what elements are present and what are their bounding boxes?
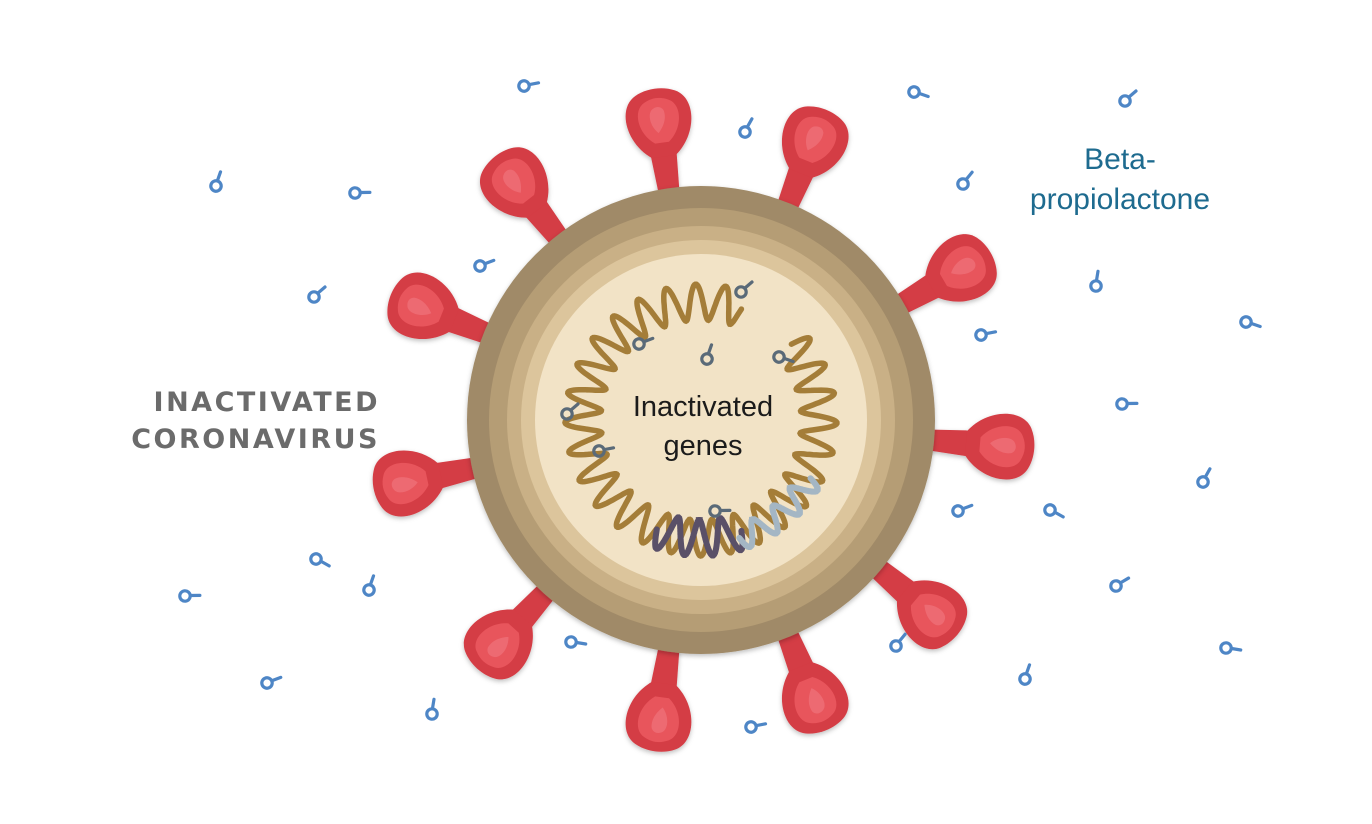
beta-propiolactone-molecule-icon	[1108, 573, 1131, 595]
beta-propiolactone-molecule-icon	[742, 714, 768, 739]
beta-propiolactone-molecule-icon	[176, 583, 202, 609]
beta-propiolactone-molecule-icon	[346, 180, 372, 206]
beta-propiolactone-molecule-icon	[949, 498, 974, 522]
beta-propiolactone-molecule-icon	[1118, 89, 1138, 108]
beta-propiolactone-molecule-icon	[258, 670, 283, 694]
beta-propiolactone-molecule-icon	[204, 170, 230, 195]
beta-propiolactone-molecule-icon	[1041, 500, 1065, 524]
rna-strand	[562, 281, 840, 559]
beta-propiolactone-molecule-icon	[905, 80, 930, 106]
beta-propiolactone-molecule-icon	[1113, 391, 1139, 417]
beta-propiolactone-molecule-icon	[1193, 467, 1217, 491]
beta-propiolactone-molecule-icon	[515, 73, 541, 98]
beta-propiolactone-molecule-icon	[562, 629, 588, 656]
beta-propiolactone-molecule-icon	[419, 697, 446, 723]
beta-propiolactone-molecule-icon	[735, 117, 759, 141]
beta-propiolactone-molecule-icon	[1217, 635, 1243, 662]
chemical-label-line-2: propiolactone	[1029, 183, 1211, 216]
beta-propiolactone-molecule-icon	[307, 285, 327, 304]
beta-propiolactone-molecule-icon	[1237, 310, 1262, 336]
chemical-label-line-1: Beta-	[1084, 143, 1156, 176]
beta-propiolactone-molecule-icon	[887, 632, 910, 654]
beta-propiolactone-molecule-icon	[307, 549, 331, 573]
title-line-2: CORONAVIRUS	[131, 424, 380, 455]
beta-propiolactone-molecule-icon	[1083, 269, 1110, 295]
title-line-1: INACTIVATED	[153, 387, 380, 418]
beta-propiolactone-molecule-icon	[357, 574, 383, 599]
virus-core	[535, 254, 867, 586]
genes-label-line-1: Inactivated	[632, 391, 774, 423]
beta-propiolactone-molecule-icon	[471, 253, 496, 277]
beta-propiolactone-molecule-icon	[954, 170, 977, 192]
genes-label-line-2: genes	[663, 430, 743, 462]
beta-propiolactone-molecule-icon	[972, 322, 998, 347]
beta-propiolactone-molecule-icon	[1013, 663, 1039, 688]
